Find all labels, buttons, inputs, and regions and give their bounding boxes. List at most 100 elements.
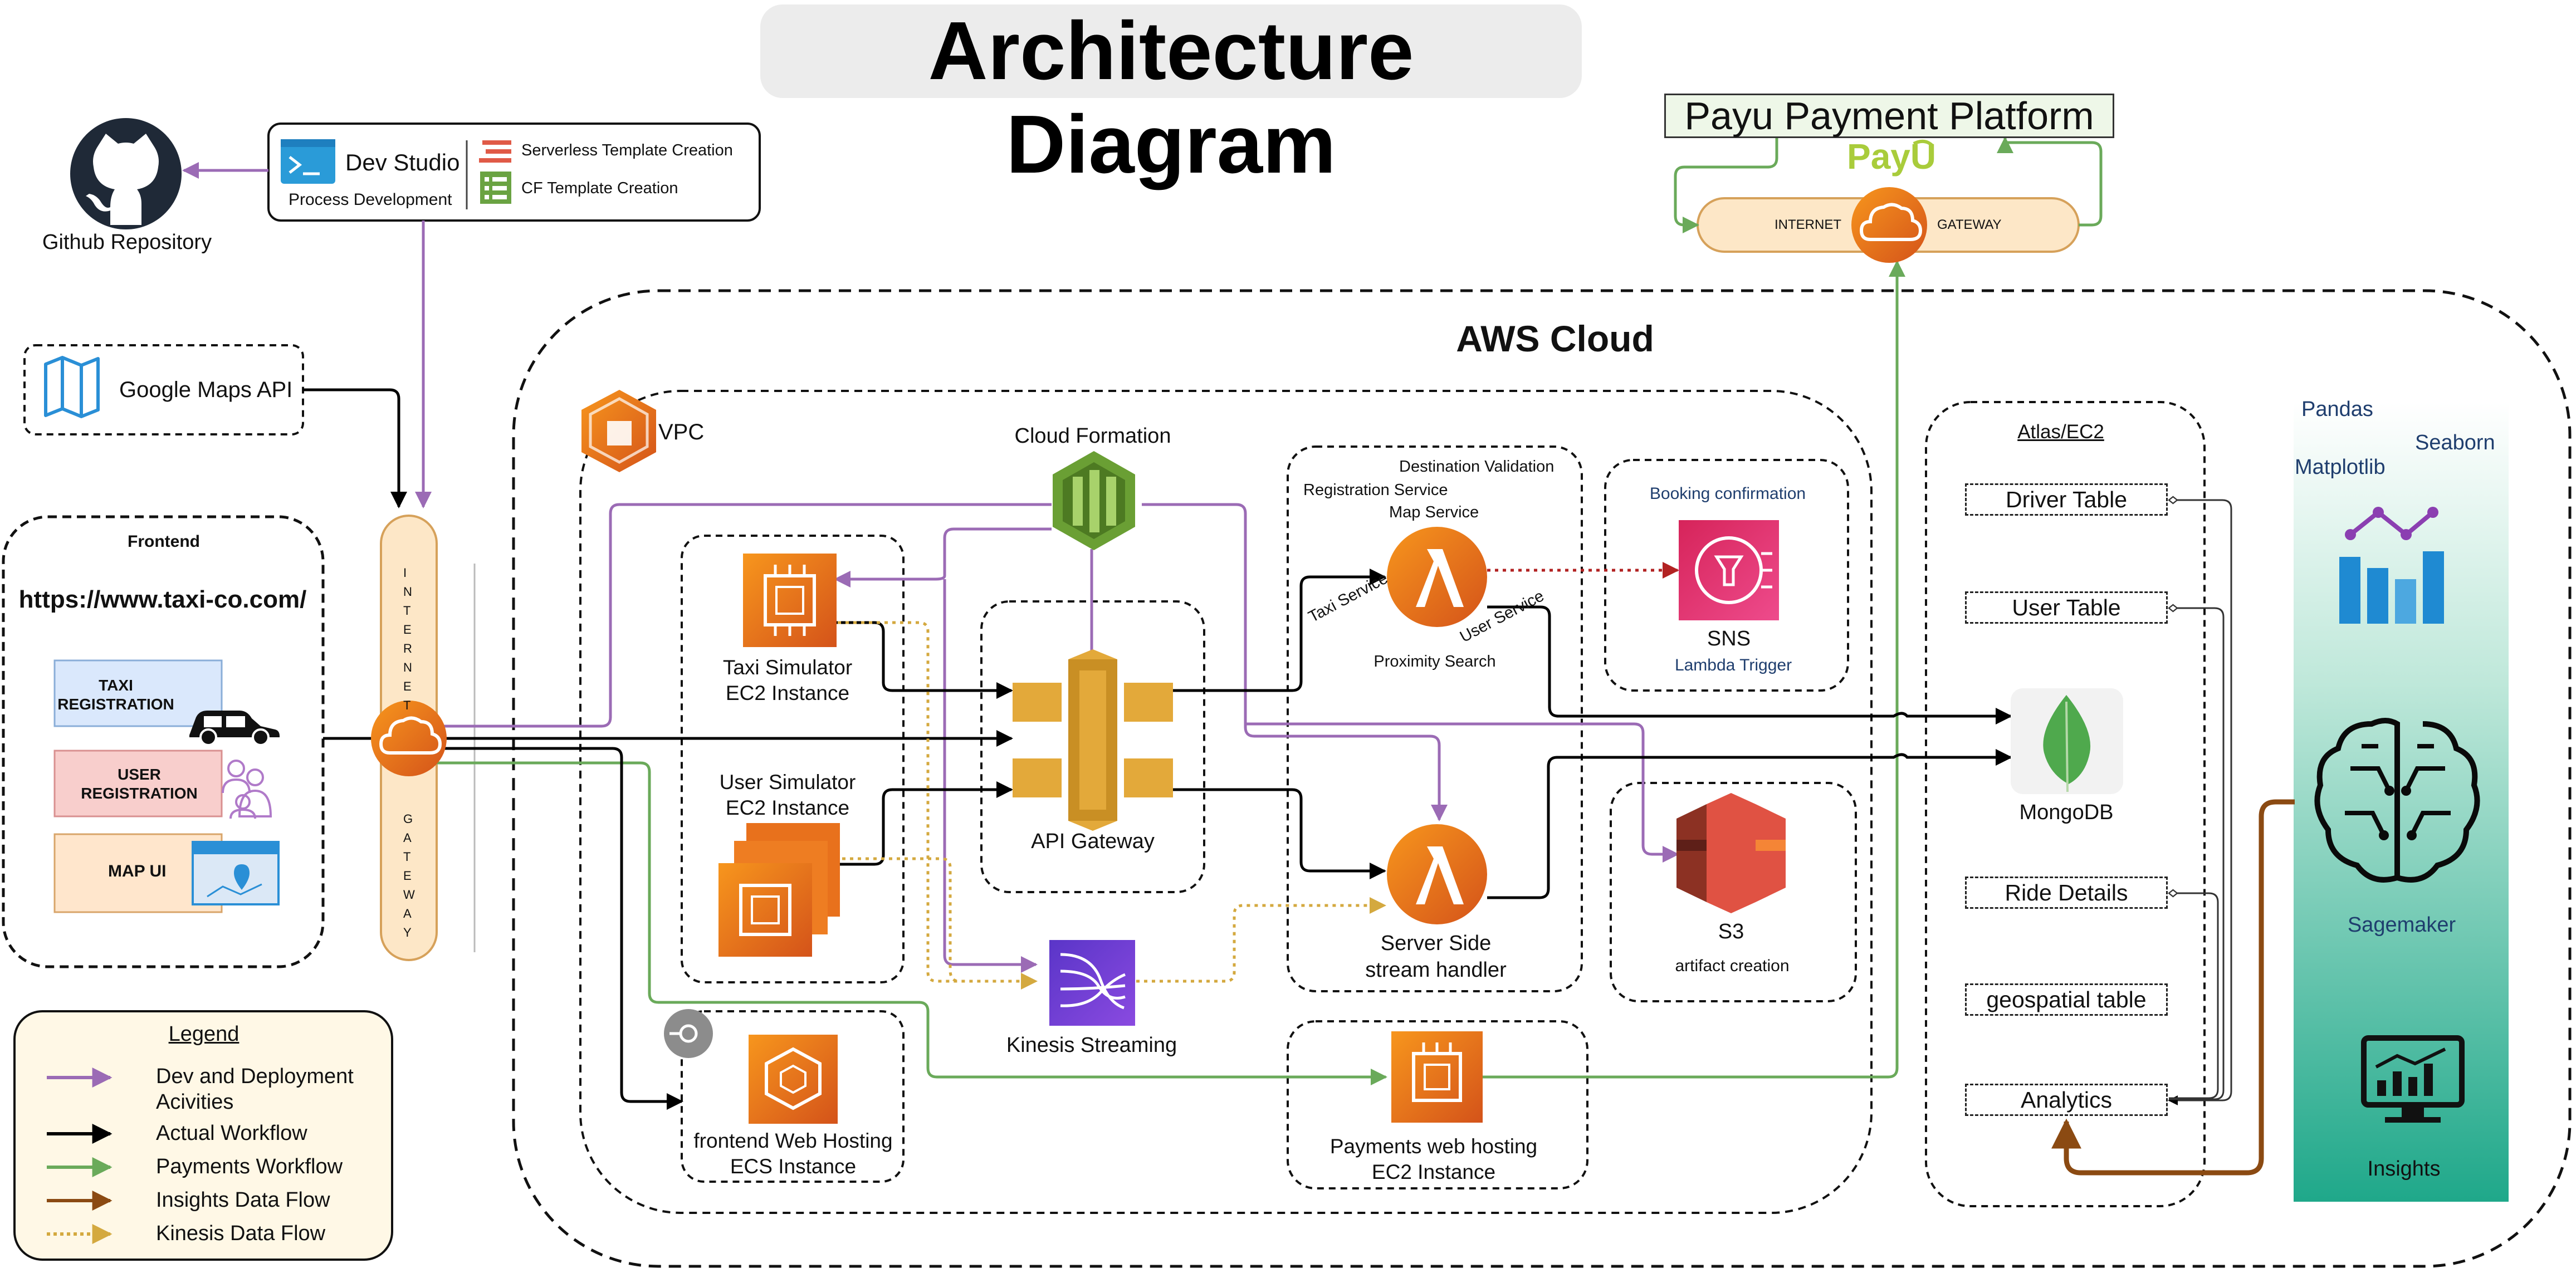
dev-studio-subtitle: Process Development [289, 190, 452, 209]
lambda-group [1287, 445, 1583, 992]
insights-icon [2361, 1035, 2465, 1123]
frontend-url[interactable]: https://www.taxi-co.com/ [18, 586, 307, 613]
map-ui-label[interactable]: MAP UI [108, 862, 167, 880]
legend-kinesis-label: Kinesis Data Flow [156, 1222, 326, 1245]
gateway-gateway-vertical: GATEWAY [403, 812, 415, 939]
frontend-container [2, 515, 325, 968]
payu-internet-label: INTERNET [1775, 217, 1841, 232]
map-icon [44, 356, 100, 418]
kinesis-icon [1049, 940, 1135, 1026]
aws-cloud-container [512, 289, 2572, 1268]
analytics-chart-icon [2339, 507, 2444, 624]
sns-icon [1679, 520, 1779, 620]
car-icon [189, 711, 280, 746]
ecs-icon [664, 1009, 838, 1124]
user-table-link [2169, 608, 2225, 1100]
analytics-table[interactable]: Analytics [1965, 1084, 2168, 1116]
taxi-sim-to-api [835, 621, 1013, 699]
api-to-server-side [1173, 788, 1386, 879]
payments-ec2-icon [1391, 1031, 1483, 1123]
dev-studio-container [267, 123, 761, 222]
lambda-trigger-label: Lambda Trigger [1674, 656, 1792, 674]
payu-gateway-icon [1851, 187, 1927, 263]
gateway-to-frontend-hosting [437, 747, 683, 1110]
cf-to-server-side [1142, 503, 1448, 821]
aws-cloud-title: AWS Cloud [1456, 318, 1654, 359]
cf-to-taxi-sim [834, 527, 1052, 587]
atlas-container [1925, 401, 2206, 1207]
serverless-template-label: Serverless Template Creation [521, 141, 733, 159]
map-ui-icon [192, 841, 280, 905]
kinesis-label: Kinesis Streaming [1006, 1034, 1177, 1057]
github-icon [70, 118, 182, 229]
github-label: Github Repository [42, 231, 212, 254]
payu-left-loop [1674, 138, 1778, 233]
booking-confirmation-label: Booking confirmation [1649, 484, 1806, 503]
s3-label: S3 [1718, 920, 1744, 943]
page-title: Architecture Diagram [928, 5, 1414, 190]
dev-studio-title: Dev Studio [345, 149, 460, 175]
title-background [760, 4, 1582, 98]
user-registration-box[interactable] [53, 750, 223, 817]
geospatial-table[interactable]: geospatial table [1965, 983, 2168, 1016]
payu-platform-label: Payu Payment Platform [1664, 94, 2114, 138]
artifact-label: artifact creation [1675, 957, 1790, 975]
destination-validation-label: Destination Validation [1399, 458, 1555, 476]
lambda-to-mongodb [1487, 605, 2012, 724]
cf-to-kinesis [943, 579, 1038, 973]
payu-logo: PayU [1847, 136, 1937, 177]
kinesis-flow-taxi [838, 621, 1038, 990]
legend-actual-label: Actual Workflow [156, 1122, 307, 1145]
cloudformation-label: Cloud Formation [1014, 424, 1171, 448]
dev-studio-icon [281, 139, 335, 184]
driver-table[interactable]: Driver Table [1965, 483, 2168, 516]
driver-table-link [2169, 500, 2232, 1100]
gateway-internet-vertical: INTERNET [403, 566, 412, 712]
sns-label: SNS [1707, 627, 1751, 650]
api-gateway-label: API Gateway [1031, 830, 1155, 853]
legend-insights-label: Insights Data Flow [156, 1188, 330, 1212]
payments-flow-to-payu [1482, 260, 1905, 1079]
cloudformation-icon [1053, 451, 1135, 550]
api-to-lambda [1173, 569, 1386, 692]
maps-to-gateway [303, 388, 407, 508]
dev-to-cloudformation [437, 503, 1052, 728]
vpc-label: VPC [658, 420, 705, 444]
matplotlib-label: Matplotlib [2295, 456, 2386, 479]
google-maps-label: Google Maps API [119, 378, 293, 402]
registration-service-label: Registration Service [1303, 481, 1448, 499]
sagemaker-label: Sagemaker [2347, 913, 2456, 937]
vpc-icon [581, 390, 656, 472]
user-table[interactable]: User Table [1965, 591, 2168, 624]
simulators-group [681, 535, 905, 983]
payments-flow-to-hosting [437, 761, 1387, 1085]
ride-details-table[interactable]: Ride Details [1965, 877, 2168, 909]
internet-gateway-icon [371, 701, 447, 776]
cf-template-icon [480, 172, 511, 204]
taxi-registration-box[interactable] [53, 659, 223, 727]
legend-dev-label: Dev and Deployment Acivities [156, 1065, 354, 1114]
seaborn-label: Seaborn [2415, 431, 2495, 454]
serverless-template-icon [479, 140, 511, 163]
kinesis-flow-user [842, 857, 960, 983]
mongodb-icon [2011, 688, 2123, 794]
cf-template-label: CF Template Creation [521, 179, 678, 197]
legend-title: Legend [168, 1022, 239, 1046]
payments-hosting-group [1287, 1020, 1588, 1189]
cf-to-s3 [1245, 722, 1679, 863]
frontend-title: Frontend [128, 532, 200, 551]
sns-group [1604, 459, 1849, 692]
atlas-title: Atlas/EC2 [2017, 421, 2104, 443]
users-icon [222, 760, 272, 819]
s3-group [1610, 782, 1857, 1002]
map-service-label: Map Service [1389, 503, 1479, 521]
payu-logo-icon [1913, 139, 1934, 148]
server-side-lambda-icon [1387, 824, 1487, 924]
